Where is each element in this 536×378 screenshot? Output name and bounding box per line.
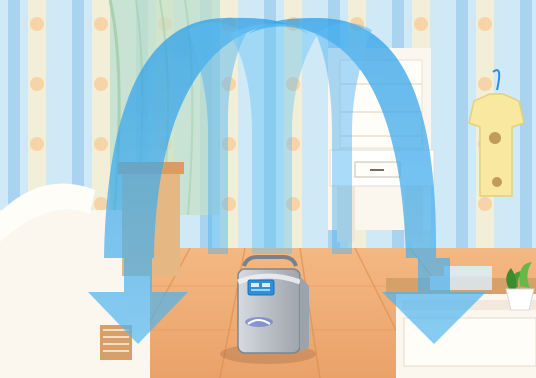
illustration-scene [0, 0, 536, 378]
room-illustration [0, 0, 536, 378]
